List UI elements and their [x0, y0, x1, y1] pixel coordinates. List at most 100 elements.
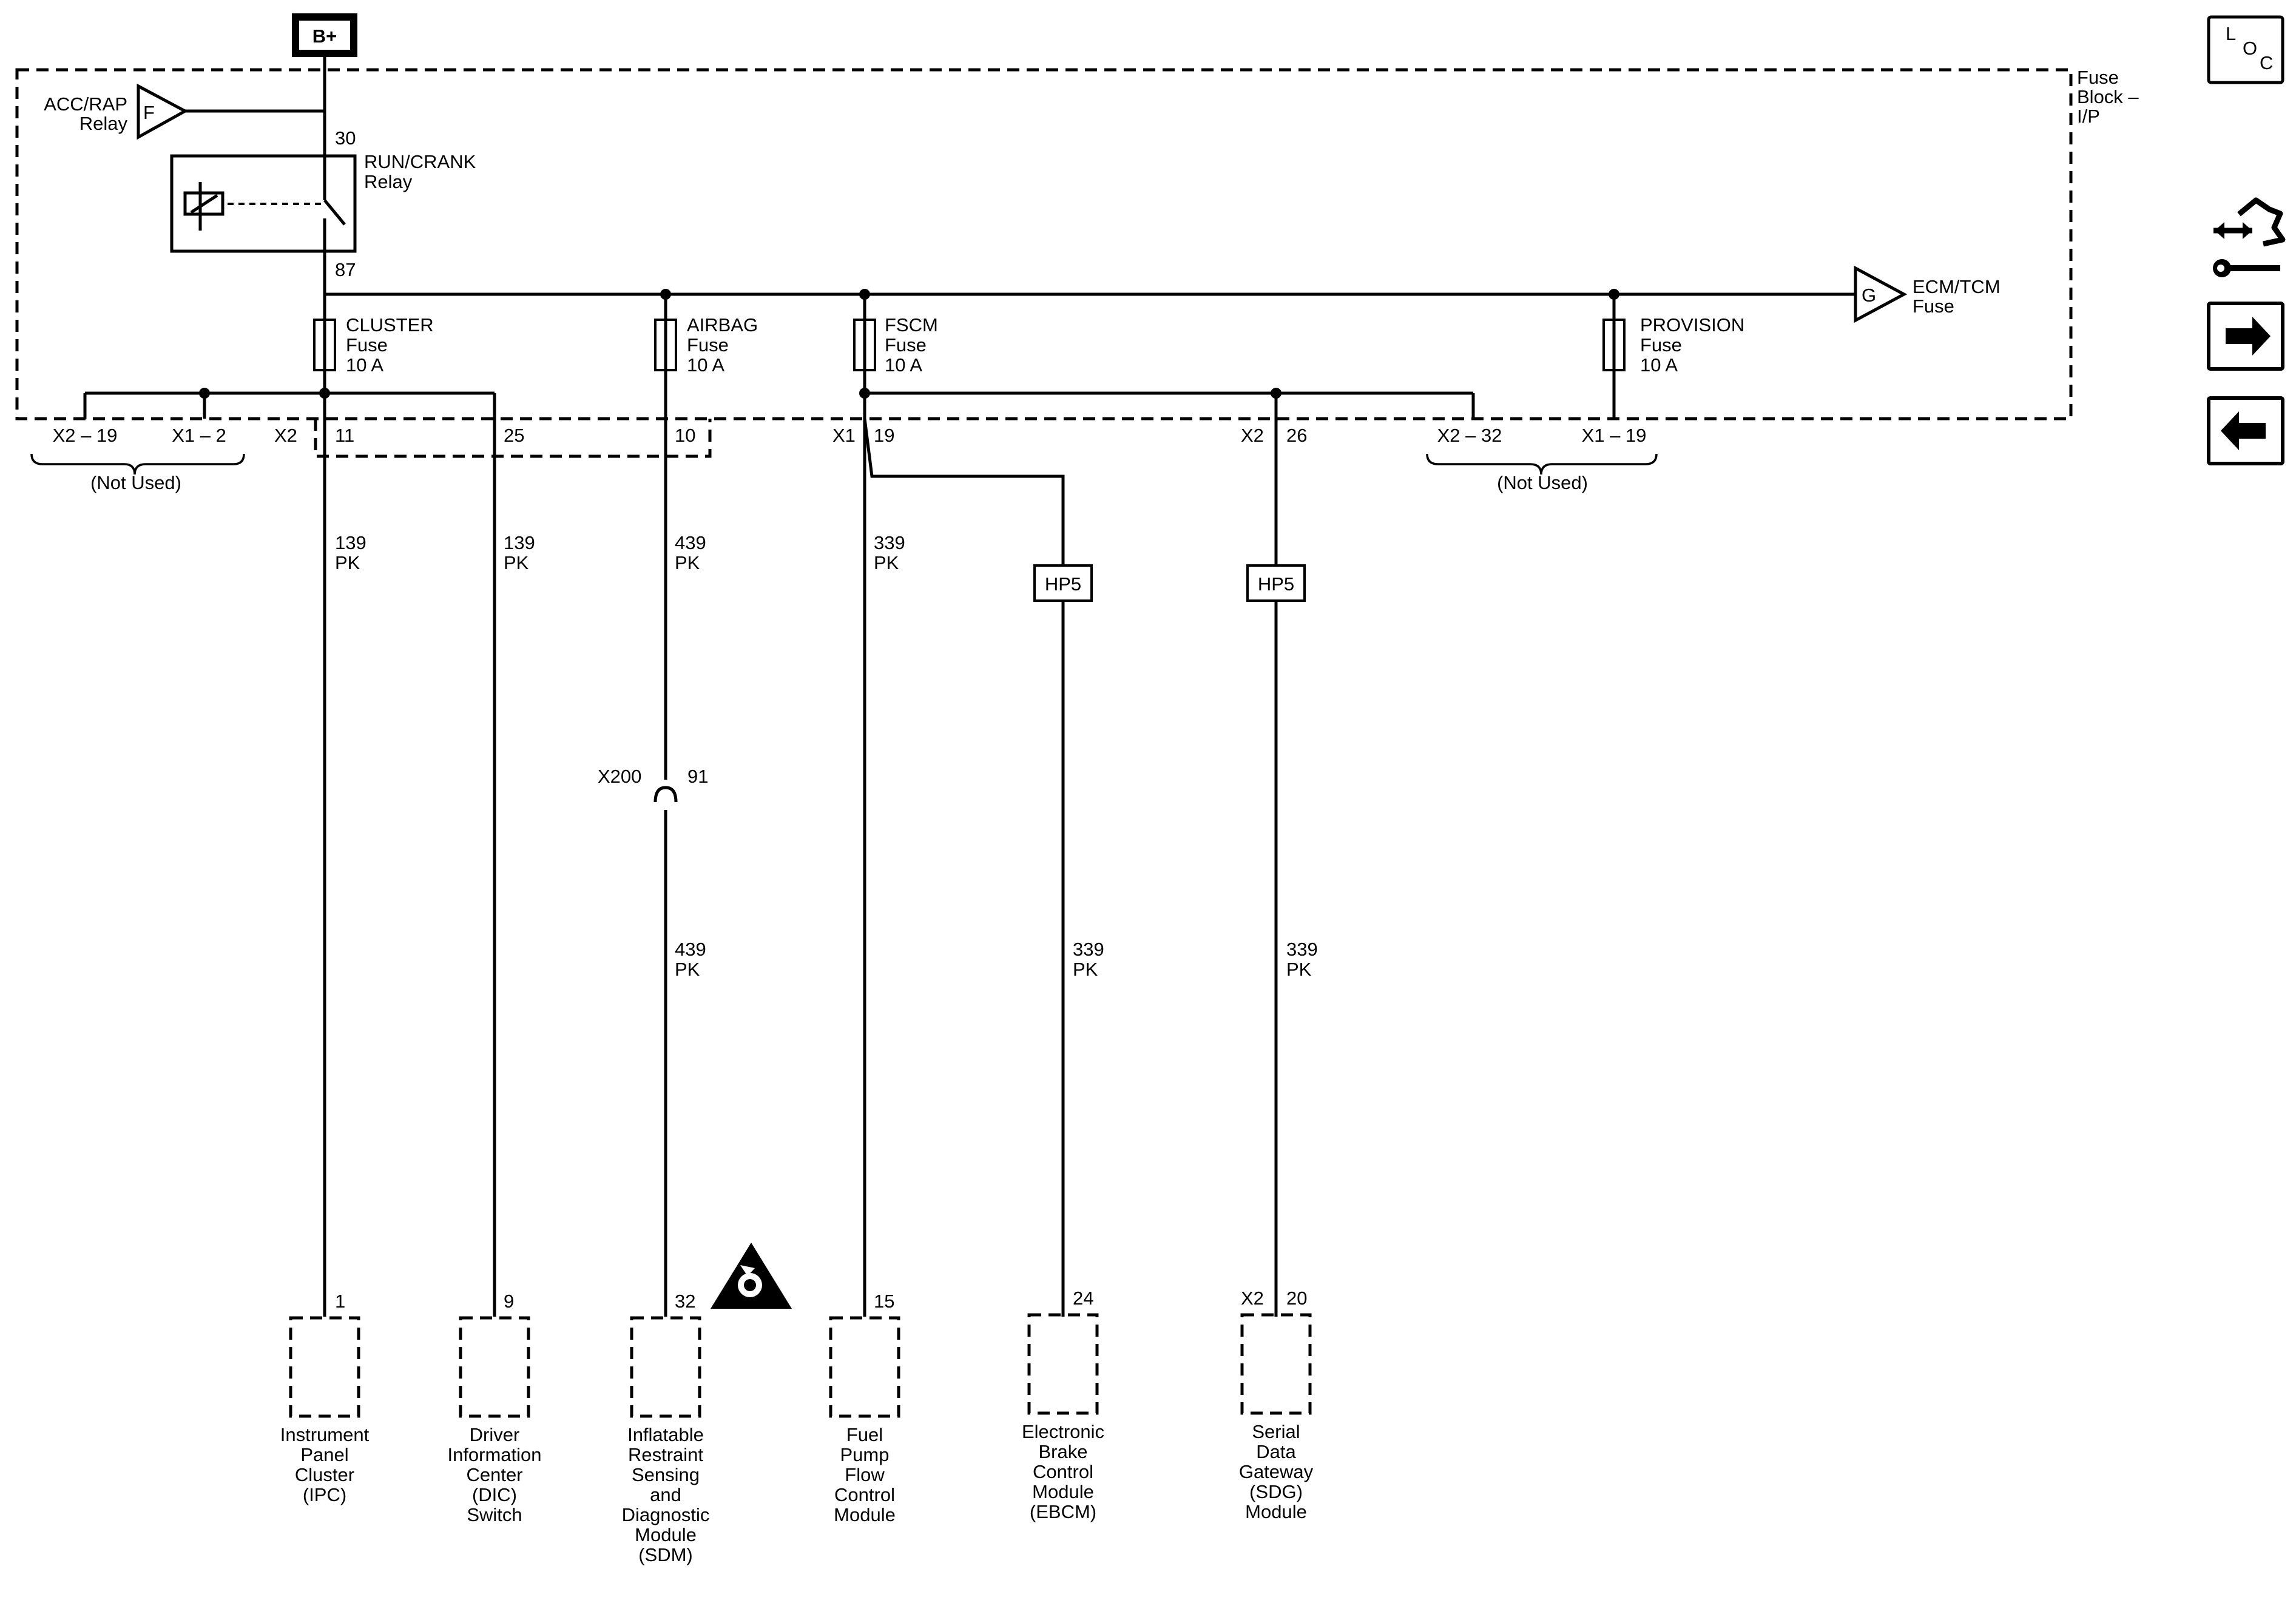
svg-text:AIRBAG: AIRBAG [687, 314, 758, 336]
relay-pin-87: 87 [335, 259, 356, 280]
svg-text:19: 19 [874, 425, 894, 446]
connector-x2-right-label: X2 [1241, 425, 1264, 446]
svg-text:Pump: Pump [840, 1444, 890, 1465]
svg-text:(SDG): (SDG) [1249, 1481, 1303, 1502]
module-dic-switch: Driver Information Center (DIC) Switch [447, 1316, 542, 1525]
svg-text:439: 439 [675, 939, 706, 960]
module-ipc: Instrument Panel Cluster (IPC) [280, 1316, 370, 1505]
svg-text:PK: PK [1286, 959, 1312, 980]
relay-pin-30: 30 [335, 127, 356, 149]
svg-text:339: 339 [874, 532, 905, 553]
connector-tools-button[interactable] [2213, 197, 2286, 277]
svg-text:CLUSTER: CLUSTER [346, 314, 434, 336]
svg-text:15: 15 [874, 1291, 894, 1312]
svg-text:PK: PK [1073, 959, 1098, 980]
power-source: B+ [292, 13, 357, 155]
svg-text:X1 – 19: X1 – 19 [1582, 425, 1647, 446]
fuse-provision: PROVISION Fuse 10 A [1602, 294, 1744, 419]
hp5-splice-sdg: HP5 [1246, 564, 1306, 602]
svg-text:Instrument: Instrument [280, 1424, 370, 1445]
svg-text:339: 339 [1286, 939, 1318, 960]
x200-pin: 91 [687, 766, 708, 787]
svg-text:10 A: 10 A [885, 354, 922, 376]
svg-text:Block –: Block – [2077, 86, 2139, 107]
module-fuel-pump-flow-control: Fuel Pump Flow Control Module [829, 1316, 900, 1525]
x200-connector-icon [653, 786, 678, 803]
svg-text:Control: Control [1033, 1461, 1093, 1482]
svg-text:1: 1 [335, 1291, 345, 1312]
svg-text:HP5: HP5 [1258, 573, 1294, 595]
svg-text:X2: X2 [1241, 1288, 1264, 1309]
module-sdg: Serial Data Gateway (SDG) Module [1239, 1313, 1314, 1522]
fuse-fscm: FSCM Fuse 10 A [853, 294, 938, 376]
module-sdm: Inflatable Restraint Sensing and Diagnos… [622, 1316, 710, 1565]
connector-x2-label: X2 [274, 425, 297, 446]
x200-label: X200 [598, 766, 641, 787]
svg-text:Serial: Serial [1252, 1421, 1300, 1442]
svg-text:Module: Module [1032, 1481, 1094, 1502]
svg-text:10 A: 10 A [1640, 354, 1678, 376]
svg-text:Gateway: Gateway [1239, 1461, 1314, 1482]
svg-text:PK: PK [874, 552, 899, 573]
svg-text:HP5: HP5 [1045, 573, 1081, 595]
connector-wrench-icon [2213, 197, 2286, 277]
svg-text:Module: Module [834, 1504, 896, 1525]
airbag-warning-icon [711, 1243, 792, 1309]
svg-text:(SDM): (SDM) [638, 1544, 693, 1565]
svg-text:Diagnostic: Diagnostic [622, 1504, 710, 1525]
svg-text:339: 339 [1073, 939, 1104, 960]
arrow-left-icon [2221, 411, 2266, 450]
svg-text:Fuse: Fuse [2077, 67, 2119, 88]
ecm-tcm-reference: G ECM/TCM Fuse [1854, 265, 2001, 323]
svg-text:(Not Used): (Not Used) [90, 472, 181, 493]
svg-text:Fuse: Fuse [346, 334, 388, 356]
svg-text:O: O [2243, 38, 2257, 59]
svg-text:I/P: I/P [2077, 106, 2100, 127]
arrow-right-icon [2226, 317, 2271, 356]
svg-text:X1 – 2: X1 – 2 [172, 425, 226, 446]
fuse-airbag: AIRBAG Fuse 10 A [654, 294, 758, 376]
svg-text:(Not Used): (Not Used) [1497, 472, 1588, 493]
power-source-label: B+ [312, 25, 337, 47]
not-used-left: X2 – 19 X1 – 2 (Not Used) [30, 425, 245, 493]
svg-text:Module: Module [635, 1524, 697, 1545]
svg-text:139: 139 [335, 532, 366, 553]
svg-text:PK: PK [675, 959, 700, 980]
svg-text:Relay: Relay [79, 113, 128, 134]
svg-text:Information: Information [447, 1444, 541, 1465]
svg-text:F: F [143, 102, 155, 123]
fuse-cluster: CLUSTER Fuse 10 A [313, 294, 434, 376]
previous-page-button[interactable] [2207, 396, 2284, 465]
svg-text:ECM/TCM: ECM/TCM [1913, 276, 2001, 297]
svg-text:32: 32 [675, 1291, 695, 1312]
svg-text:RUN/CRANK: RUN/CRANK [364, 151, 476, 172]
connector-x2-box [314, 419, 712, 458]
run-crank-relay: 30 RUN/CRANK Relay 87 [170, 127, 476, 294]
svg-text:139: 139 [504, 532, 535, 553]
location-button[interactable]: L O C [2207, 15, 2284, 84]
svg-text:Fuse: Fuse [885, 334, 927, 356]
svg-text:Switch: Switch [467, 1504, 522, 1525]
svg-text:20: 20 [1286, 1288, 1307, 1309]
svg-text:G: G [1862, 285, 1876, 306]
svg-text:Control: Control [834, 1484, 895, 1505]
svg-text:C: C [2260, 52, 2273, 73]
svg-text:(EBCM): (EBCM) [1030, 1501, 1096, 1522]
not-used-right: X2 – 32 X1 – 19 (Not Used) [1426, 425, 1658, 493]
svg-text:Module: Module [1245, 1501, 1307, 1522]
svg-text:25: 25 [504, 425, 524, 446]
fuse-block-outline [15, 68, 2073, 420]
svg-text:ACC/RAP: ACC/RAP [44, 93, 127, 115]
svg-text:(DIC): (DIC) [472, 1484, 517, 1505]
svg-text:26: 26 [1286, 425, 1307, 446]
next-page-button[interactable] [2207, 302, 2284, 371]
fuse-block-label: Fuse Block – I/P [2077, 67, 2139, 127]
svg-text:PK: PK [335, 552, 360, 573]
svg-text:Cluster: Cluster [295, 1464, 354, 1485]
svg-text:Driver: Driver [470, 1424, 520, 1445]
svg-text:PK: PK [504, 552, 529, 573]
svg-text:Restraint: Restraint [628, 1444, 703, 1465]
ecm-tcm-triangle-icon [1854, 265, 1908, 323]
svg-text:FSCM: FSCM [885, 314, 938, 336]
